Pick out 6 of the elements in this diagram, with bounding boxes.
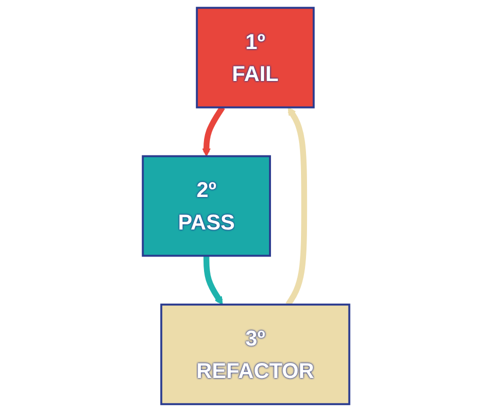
arrow [202, 106, 226, 157]
node-box: 3º REFACTOR [160, 304, 351, 406]
arrow [204, 256, 224, 305]
arrow [286, 107, 308, 306]
node-box: 2º PASS [142, 155, 272, 257]
node-box: 1º FAIL [196, 6, 316, 108]
